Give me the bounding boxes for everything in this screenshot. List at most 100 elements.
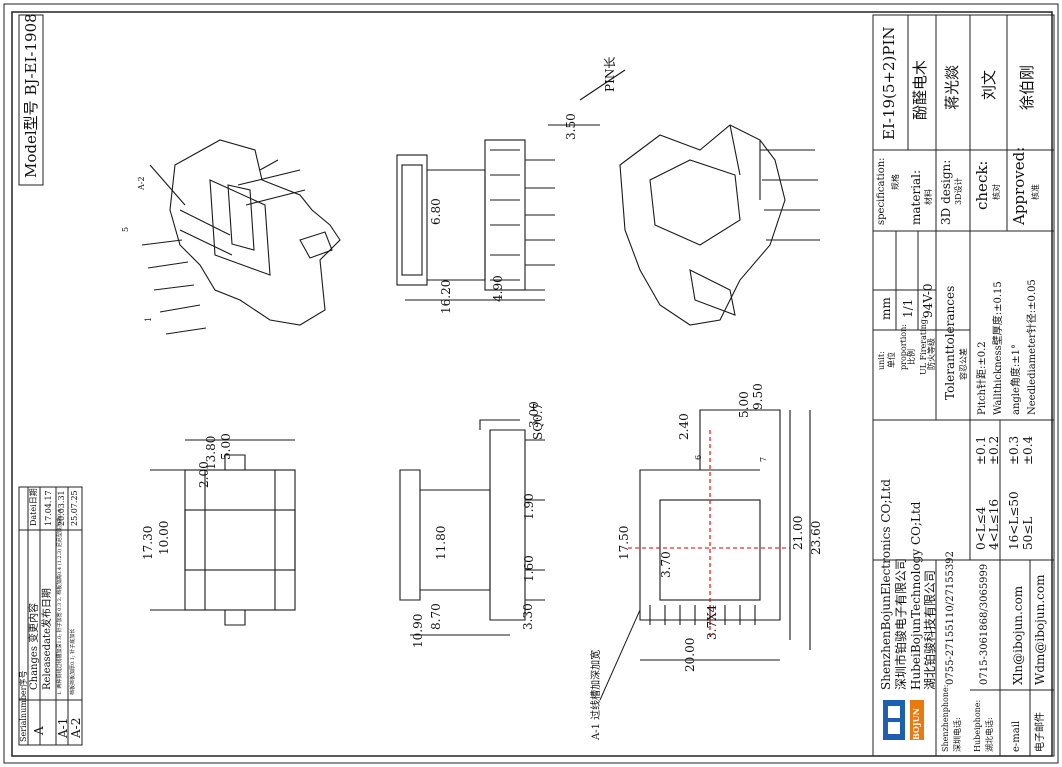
company-cn-1: 深圳市铂骏电子有限公司 xyxy=(894,557,908,690)
change-row-a-date: 17.04.17 xyxy=(44,490,53,526)
dim-6.80: 6.80 xyxy=(429,198,443,225)
tol-note-needle: Needlediameter针径:±0.05 xyxy=(1027,279,1038,415)
unit-value: mm xyxy=(879,297,893,320)
unit-label: unit: xyxy=(877,351,886,370)
tol-range-3: 50≤L xyxy=(1021,516,1035,550)
callout-a1: A-1 过线槽加深加宽 xyxy=(591,649,602,740)
pin-6-number: 6 xyxy=(694,454,703,460)
contact-sz-label-cn: 深圳电话: xyxy=(953,717,962,752)
material-value: 酚醛电木 xyxy=(911,59,929,120)
company-en-2: HubeiBojunTechnology CO;Ltd xyxy=(909,501,923,690)
dim-5.00-b: 5.00 xyxy=(737,391,751,418)
side-view xyxy=(396,69,626,301)
dim-3.30: 3.30 xyxy=(521,603,535,630)
design-label: 3D design: xyxy=(939,159,953,225)
material-cn: 材料 xyxy=(924,189,933,205)
dim-9.50: 9.50 xyxy=(751,383,765,410)
contact-sz-value: 0755-27155110/27155392 xyxy=(945,551,956,685)
approved-label: Approved: xyxy=(1010,146,1028,225)
dim-17.30: 17.30 xyxy=(141,525,155,560)
contact-sz-label: Shenzhenphone: xyxy=(941,684,950,752)
change-row-a2-text: 档板挡板加厚0.1; 针子底加长 xyxy=(70,628,76,695)
front-view xyxy=(399,419,545,636)
design-value: 蒋光燚 xyxy=(943,64,961,110)
dim-5.00-a: 5.00 xyxy=(219,433,233,460)
tolerance-title-cn: 容忍公差 xyxy=(959,348,968,380)
dim-1.60: 1.60 xyxy=(522,555,536,582)
change-table xyxy=(18,486,83,746)
pin-1-number: 5 xyxy=(121,226,130,232)
change-row-a1-serial: A-1 xyxy=(56,717,70,738)
tol-range-2: 16<L≤50 xyxy=(1007,491,1021,550)
firerating-value: 94V-0 xyxy=(921,283,935,318)
tol-value-0: ±0.1 xyxy=(974,435,988,465)
approved-value: 徐伯刚 xyxy=(1018,64,1036,110)
change-row-a2-serial: A-2 xyxy=(69,717,83,738)
proportion-cn: 比例 xyxy=(907,349,916,365)
tol-value-2: ±0.3 xyxy=(1007,435,1021,465)
change-row-a-serial: A xyxy=(32,726,46,735)
contact-hb-label-cn: 湖北电话: xyxy=(985,717,994,752)
change-row-a1-text: 1. 两种铜线过线槽加深1.0; 针子加宽 0.3 2. 档板加高0.4 (1.… xyxy=(57,509,63,695)
contact-email-label-cn: 电子邮件 xyxy=(1035,712,1046,752)
proportion-value: 1/1 xyxy=(901,298,915,318)
top-view xyxy=(628,409,811,661)
contact-email-label: e-mail xyxy=(1011,720,1022,752)
tolerance-title: Toleranttolerances xyxy=(943,285,957,400)
contact-email-1: Xln@ibojun.com xyxy=(1011,585,1025,685)
dim-23.60: 23.60 xyxy=(809,520,823,555)
dim-11.80: 11.80 xyxy=(434,525,448,560)
spec-cn: 规格 xyxy=(891,174,900,190)
model-box xyxy=(18,14,44,186)
design-cn: 3D设计 xyxy=(954,177,963,205)
check-cn: 核对 xyxy=(992,184,1001,200)
dim-8.70: 8.70 xyxy=(429,603,443,630)
dim-16.20: 16.20 xyxy=(439,279,453,314)
spec-value: EI-19(5+2)PIN xyxy=(880,26,898,140)
unit-cn: 单位 xyxy=(887,352,896,368)
change-row-a2-date: 25.07.25 xyxy=(70,490,79,526)
change-row-a-text: Releasedate发布日期 xyxy=(42,588,53,690)
dim-10.00: 10.00 xyxy=(157,520,171,555)
model-label: Model型号 BJ-EI-1908 xyxy=(22,13,40,178)
check-value: 刘文 xyxy=(980,69,998,100)
change-row-a1-date: 20.03.31 xyxy=(57,490,66,526)
dim-2.00: 2.00 xyxy=(197,461,211,488)
company-cn-2: 湖北铂骏科技有限公司 xyxy=(923,569,937,690)
contact-hb-label: Hubeiphone: xyxy=(973,699,982,752)
company-en-1: ShenzhenBojunElectronics CO;Ltd xyxy=(879,479,893,690)
dim-3.00: 3.00 xyxy=(527,401,541,428)
firerating-cn: 防火等级 xyxy=(927,338,936,370)
tol-note-angle: angle角度:±1° xyxy=(1011,343,1022,415)
inner-border xyxy=(11,11,1053,757)
dim-2.40: 2.40 xyxy=(677,413,691,440)
tol-range-0: 0<L≤4 xyxy=(974,506,988,550)
dim-3.50: 3.50 xyxy=(564,113,578,140)
dim-4.90: 4.90 xyxy=(491,275,505,302)
dim-20.00: 20.00 xyxy=(683,637,697,672)
bottom-view xyxy=(150,439,296,626)
material-label: material: xyxy=(909,169,923,225)
approved-cn: 核准 xyxy=(1031,184,1040,200)
isometric-view-right xyxy=(619,124,820,326)
dim-3.70: 3.70 xyxy=(659,551,673,578)
change-header-changes: Changes 变更内容 xyxy=(29,602,40,690)
outer-border xyxy=(3,3,1059,764)
change-header-serial: Serialnumber序号 xyxy=(19,670,28,743)
bojun-logo xyxy=(883,700,924,740)
callout-a2: A-2 xyxy=(137,176,146,190)
dim-21.00: 21.00 xyxy=(791,515,805,550)
spec-label: specification: xyxy=(876,157,887,225)
logo-text: BOJUN xyxy=(911,708,921,740)
pin-length-label: PIN长 xyxy=(603,56,617,92)
dim-10.90: 10.90 xyxy=(411,613,425,648)
pin-7-number: 7 xyxy=(759,456,768,462)
change-header-date: Datei日期 xyxy=(29,488,38,526)
a1-leader xyxy=(599,609,641,701)
tol-value-1: ±0.2 xyxy=(987,435,1001,465)
contact-email-2: Wdm@ibojun.com xyxy=(1033,574,1047,685)
contact-hb-value: 0715-3061868/3065999 xyxy=(979,563,990,685)
dim-1.90: 1.90 xyxy=(522,493,536,520)
dim-17.50: 17.50 xyxy=(617,525,631,560)
